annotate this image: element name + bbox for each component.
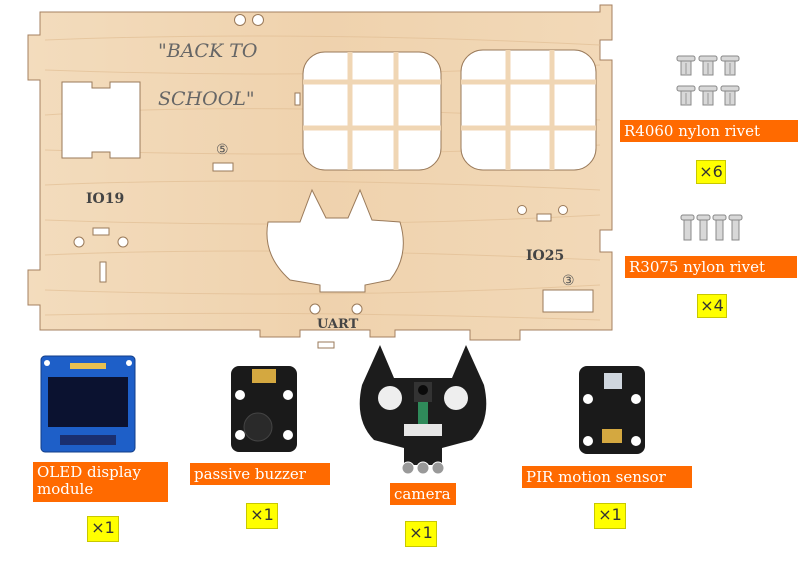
passive-buzzer-image xyxy=(231,366,297,452)
pin-label-uart: UART xyxy=(317,317,359,332)
r3075-rivet-qty: ×4 xyxy=(697,294,727,318)
oled-display-label-line2: module xyxy=(37,480,94,498)
pir-motion-sensor-qty: ×1 xyxy=(594,503,626,529)
pir-motion-sensor-label: PIR motion sensor xyxy=(522,466,692,488)
passive-buzzer-label: passive buzzer xyxy=(190,463,330,485)
r4060-rivet-qty: ×6 xyxy=(696,160,726,184)
pir-motion-sensor-image xyxy=(579,366,645,454)
oled-display-label-line1: OLED display xyxy=(37,463,141,481)
board-marker-3: ③ xyxy=(562,273,575,289)
camera-qty: ×1 xyxy=(405,521,437,547)
board-slogan-line1: "BACK TO xyxy=(158,40,258,62)
pin-label-io19: IO19 xyxy=(86,191,125,207)
pin-label-io25: IO25 xyxy=(526,248,565,264)
board-slogan-line2: SCHOOL" xyxy=(158,88,255,110)
r4060-rivet-label: R4060 nylon rivet xyxy=(620,120,798,142)
oled-display-label: OLED display module xyxy=(33,462,168,502)
board-marker-5: ⑤ xyxy=(216,142,229,158)
r3075-rivet-label: R3075 nylon rivet xyxy=(625,256,797,278)
passive-buzzer-qty: ×1 xyxy=(246,503,278,529)
oled-display-module-image xyxy=(40,355,136,453)
oled-display-qty: ×1 xyxy=(87,516,119,542)
camera-module-image xyxy=(359,345,487,475)
rivet-r3075-icon xyxy=(680,214,743,241)
rivet-r4060-icon xyxy=(676,55,740,106)
camera-label: camera xyxy=(390,483,456,505)
